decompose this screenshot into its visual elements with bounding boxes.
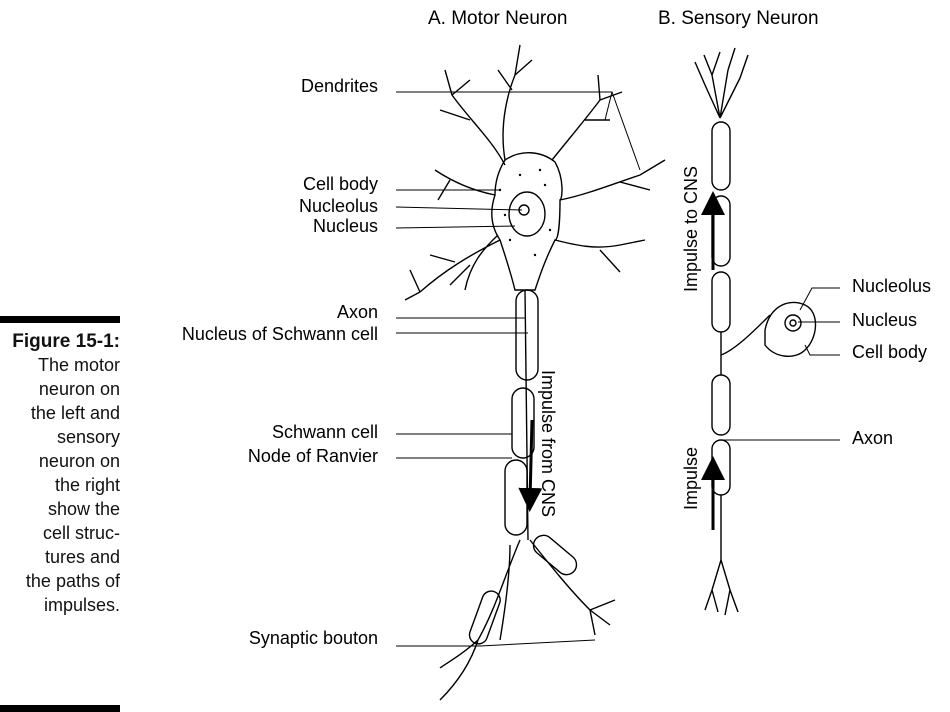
label-dendrites: Dendrites <box>301 76 378 96</box>
label-synaptic-bouton: Synaptic bouton <box>249 628 378 648</box>
sensory-schwann-segment <box>712 375 730 435</box>
label-schwann-nucleus: Nucleus of Schwann cell <box>182 324 378 344</box>
motor-leader-lines <box>396 92 640 646</box>
label-node-ranvier: Node of Ranvier <box>248 446 378 466</box>
motor-cytoplasm-dots <box>499 169 551 256</box>
sensory-schwann-segment <box>712 440 730 495</box>
label-cell-body: Cell body <box>303 174 378 194</box>
schwann-cell-segment <box>516 290 538 380</box>
leader-sensory-nucleolus <box>800 288 840 310</box>
sensory-schwann-segment <box>712 122 730 190</box>
sensory-receptor-branches <box>695 48 748 118</box>
sensory-impulse-bottom-label: Impulse <box>681 447 701 510</box>
sensory-schwann-segment <box>712 196 730 266</box>
motor-neuron-drawing <box>405 45 665 700</box>
motor-labels: Dendrites Cell body Nucleolus Nucleus Ax… <box>182 76 378 648</box>
sensory-schwann-segment <box>712 272 730 332</box>
motor-terminal-branches <box>440 540 615 700</box>
label-sensory-cell-body: Cell body <box>852 342 927 362</box>
sensory-leader-lines <box>722 288 840 440</box>
leader-nucleus <box>396 226 515 228</box>
label-nucleus: Nucleus <box>313 216 378 236</box>
motor-dendrites <box>405 45 665 300</box>
motor-panel-title: A. Motor Neuron <box>428 8 567 29</box>
leader-dendrites <box>396 92 640 170</box>
motor-impulse-label: Impulse from CNS <box>538 370 558 517</box>
sensory-cell-body <box>765 302 816 356</box>
sensory-panel-title: B. Sensory Neuron <box>658 8 819 29</box>
leader-synaptic-bouton <box>396 640 595 646</box>
motor-impulse-arrow <box>530 420 532 500</box>
sensory-nucleus <box>785 315 801 331</box>
label-sensory-axon: Axon <box>852 428 893 448</box>
label-sensory-nucleolus: Nucleolus <box>852 276 931 296</box>
label-sensory-nucleus: Nucleus <box>852 310 917 330</box>
leader-nucleolus <box>396 207 522 210</box>
sensory-terminal-branches <box>705 560 738 615</box>
label-axon: Axon <box>337 302 378 322</box>
sensory-labels: Nucleolus Nucleus Cell body Axon <box>852 276 931 448</box>
motor-cell-body <box>492 153 562 290</box>
sensory-cell-body-branch <box>721 315 770 355</box>
sensory-impulse-top-label: Impulse to CNS <box>681 166 701 292</box>
sensory-nucleolus <box>790 320 796 326</box>
label-schwann-cell: Schwann cell <box>272 422 378 442</box>
label-nucleolus: Nucleolus <box>299 196 378 216</box>
leader-sensory-cell-body <box>805 345 840 355</box>
schwann-cell-segment <box>505 460 527 535</box>
